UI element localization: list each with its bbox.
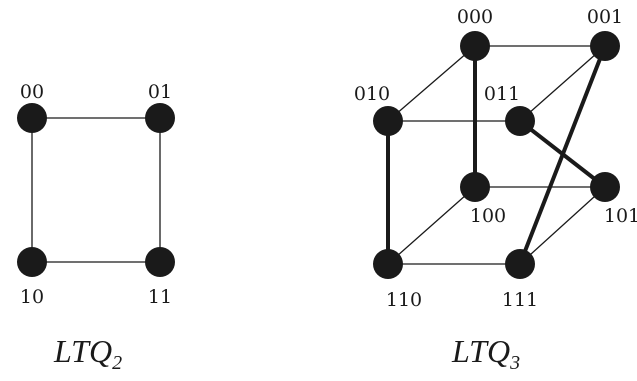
node-label-10: 10 bbox=[20, 286, 44, 308]
ltq2-edges bbox=[31, 117, 161, 263]
node-label-101: 101 bbox=[604, 205, 637, 227]
node-01 bbox=[145, 103, 175, 133]
ltq2-nodes bbox=[17, 103, 175, 277]
ltq3-edges bbox=[386, 44, 607, 266]
edge-111-101 bbox=[519, 186, 606, 265]
ltq2-labels: 00 01 10 11 bbox=[20, 81, 172, 308]
node-label-01: 01 bbox=[148, 81, 172, 103]
node-00 bbox=[17, 103, 47, 133]
edge-001-111 bbox=[518, 44, 607, 266]
ltq3-graph: 000 001 010 011 100 101 110 111 LTQ3 bbox=[354, 6, 637, 374]
ltq2-graph: 00 01 10 11 LTQ2 bbox=[17, 81, 175, 374]
node-001 bbox=[590, 31, 620, 61]
edge-110-100 bbox=[387, 186, 476, 265]
node-011 bbox=[505, 106, 535, 136]
node-100 bbox=[460, 172, 490, 202]
node-111 bbox=[505, 249, 535, 279]
node-label-110: 110 bbox=[386, 289, 422, 311]
node-label-111: 111 bbox=[502, 289, 538, 311]
node-label-011: 011 bbox=[484, 83, 520, 105]
ltq3-nodes bbox=[373, 31, 620, 279]
node-label-001: 001 bbox=[587, 6, 623, 28]
node-000 bbox=[460, 31, 490, 61]
ltq3-caption: LTQ3 bbox=[451, 333, 520, 374]
node-label-100: 100 bbox=[470, 205, 506, 227]
node-101 bbox=[590, 172, 620, 202]
node-label-010: 010 bbox=[354, 83, 390, 105]
ltq3-labels: 000 001 010 011 100 101 110 111 bbox=[354, 6, 637, 311]
ltq2-caption: LTQ2 bbox=[53, 333, 122, 374]
edge-000-010 bbox=[387, 45, 476, 122]
node-label-11: 11 bbox=[148, 286, 172, 308]
node-010 bbox=[373, 106, 403, 136]
node-label-00: 00 bbox=[20, 81, 44, 103]
node-11 bbox=[145, 247, 175, 277]
node-label-000: 000 bbox=[457, 6, 493, 28]
node-10 bbox=[17, 247, 47, 277]
edge-001-011 bbox=[519, 45, 606, 122]
node-110 bbox=[373, 249, 403, 279]
